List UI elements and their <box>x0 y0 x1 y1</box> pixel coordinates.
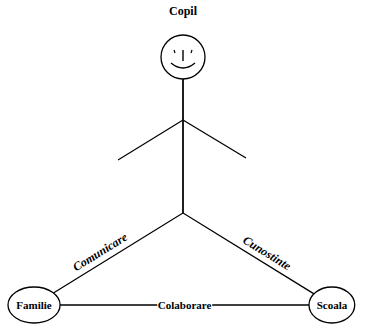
child-head: Copil <box>157 4 209 81</box>
nose <box>182 50 183 61</box>
connector-line <box>183 78 314 294</box>
connector-line <box>53 78 183 293</box>
edge-label: Comunicare <box>69 230 130 275</box>
left-arm <box>118 120 183 160</box>
node-label: Copil <box>157 4 209 18</box>
circle-shape <box>309 287 355 323</box>
node-label: Familie <box>16 299 51 312</box>
head-circle <box>161 35 205 79</box>
edge-label: Colaborare <box>157 299 213 311</box>
eye <box>174 50 175 53</box>
group-circle: Familie <box>7 286 61 324</box>
head-outline <box>159 33 207 81</box>
right-arm <box>183 120 246 158</box>
eye <box>191 50 192 53</box>
smile <box>171 63 195 68</box>
node-label: Scoala <box>317 299 348 312</box>
circle-shape <box>8 287 60 323</box>
group-circle: Scoala <box>308 286 356 324</box>
